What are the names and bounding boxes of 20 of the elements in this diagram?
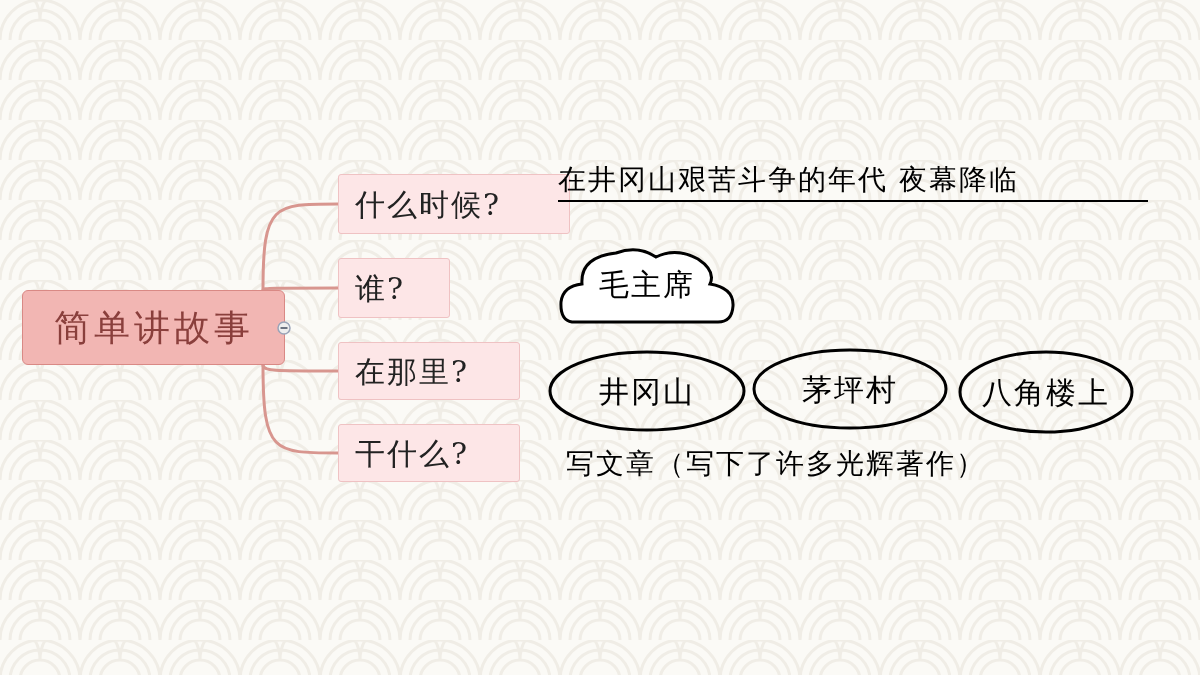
topic-text: 井冈山 [599,372,695,411]
oval-shape [548,350,746,432]
topic-text: 八角楼上 [982,373,1110,412]
oval-shape [958,350,1134,434]
topic-box [338,424,520,482]
topic-text: 什么时候? [355,185,502,224]
topic-text: 简单讲故事 [53,305,254,350]
topic-text: 茅坪村 [802,370,898,409]
topic-text: 毛主席 [599,266,695,304]
topic-text: 干什么? [355,434,470,473]
note-text: 写文章（写下了许多光辉著作） [566,446,987,482]
underlined-note: 在井冈山艰苦斗争的年代 夜幕降临 [558,160,1148,202]
branch-connector [262,286,338,292]
oval-shape [752,348,948,430]
topic-box [338,342,520,400]
topic-box [338,258,450,318]
topic-text: 在那里? [355,352,470,391]
topic-text: 谁? [355,269,406,308]
branch-connector [261,202,338,291]
branch-connector [261,365,338,455]
